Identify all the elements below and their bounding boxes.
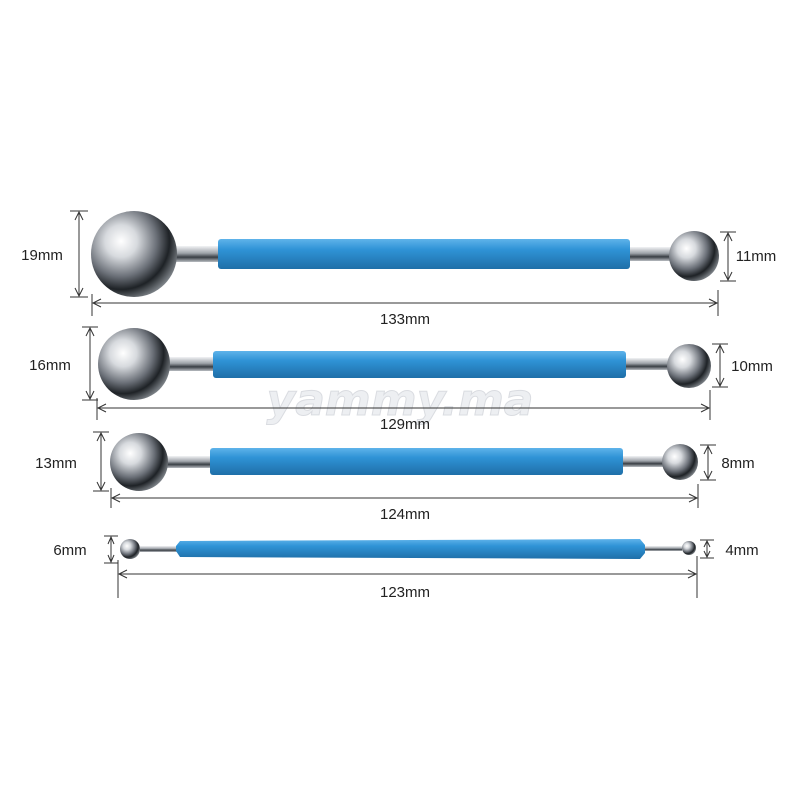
tool-1-right-rod bbox=[625, 247, 680, 261]
tool-4-left-ball-label: 6mm bbox=[53, 542, 86, 559]
tool-3-right-ball-label: 8mm bbox=[721, 455, 754, 472]
tool-3: 13mm 8mm 124mm bbox=[35, 431, 755, 523]
tool-2-left-rod bbox=[160, 357, 220, 371]
tool-2-handle bbox=[213, 351, 626, 378]
tool-2-length-label: 129mm bbox=[380, 416, 430, 433]
tool-1-right-ball-label: 11mm bbox=[736, 248, 777, 265]
tool-3-left-ball bbox=[110, 433, 168, 491]
tool-1-handle bbox=[218, 239, 630, 269]
tool-3-handle bbox=[210, 448, 623, 475]
tool-4-right-ball bbox=[682, 541, 696, 555]
tool-3-right-ball bbox=[662, 444, 698, 480]
tool-4: 6mm 4mm 123mm bbox=[53, 535, 759, 601]
tool-1-right-ball bbox=[669, 231, 719, 281]
tool-2-left-ball-label: 16mm bbox=[29, 357, 71, 374]
tool-1-left-rod bbox=[170, 246, 230, 262]
tool-1-left-ball-label: 19mm bbox=[21, 247, 63, 264]
tool-2-left-ball bbox=[98, 328, 170, 400]
tool-4-right-ball-label: 4mm bbox=[725, 542, 758, 559]
tool-3-right-rod bbox=[618, 456, 668, 467]
tool-2-right-ball bbox=[667, 344, 711, 388]
tool-3-left-rod bbox=[160, 456, 220, 468]
tool-4-right-rod bbox=[640, 546, 682, 551]
tool-4-handle bbox=[176, 539, 645, 559]
tool-1-left-ball bbox=[91, 211, 177, 297]
tool-3-length-label: 124mm bbox=[380, 506, 430, 523]
tool-4-left-ball bbox=[120, 539, 140, 559]
tool-2: 16mm 10mm 129mm bbox=[29, 326, 773, 433]
tool-4-left-rod bbox=[140, 546, 185, 552]
tool-2-right-ball-label: 10mm bbox=[731, 358, 773, 375]
tool-1-length-label: 133mm bbox=[380, 311, 430, 328]
tool-4-length-label: 123mm bbox=[380, 584, 430, 601]
tool-1: 19mm 11mm 133mm bbox=[21, 210, 777, 328]
tool-3-left-ball-label: 13mm bbox=[35, 455, 77, 472]
tool-2-right-rod bbox=[620, 358, 670, 370]
watermark-text: yammy.ma bbox=[267, 375, 534, 426]
